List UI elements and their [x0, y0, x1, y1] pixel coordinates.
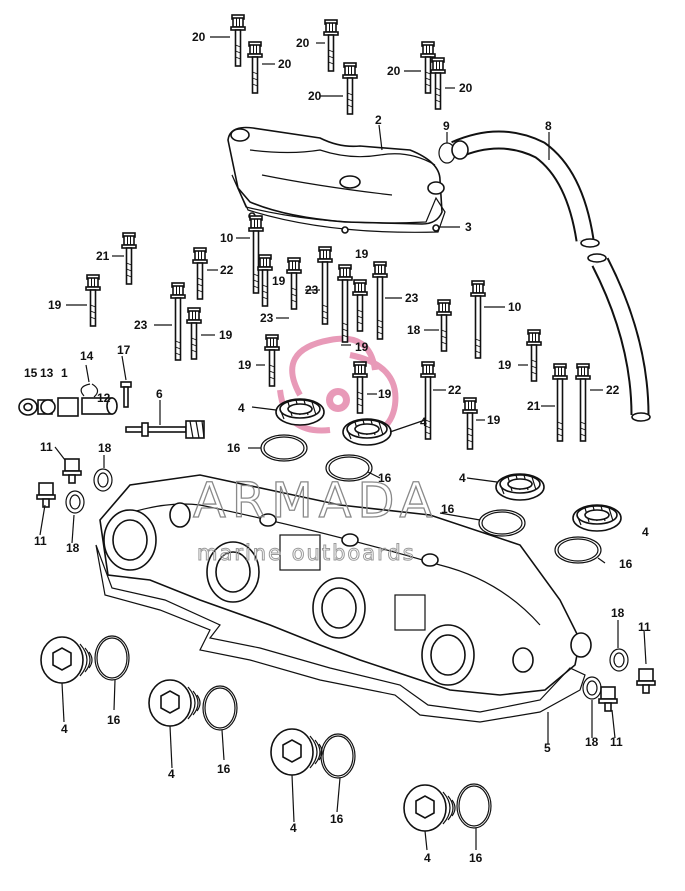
watermark-logo: [277, 335, 399, 439]
label-19: 19: [48, 298, 62, 312]
label-23: 23: [260, 311, 274, 325]
label-2: 2: [375, 113, 382, 127]
label-4: 4: [290, 821, 297, 835]
label-16: 16: [441, 502, 455, 516]
label-18: 18: [66, 541, 80, 555]
label-11: 11: [638, 620, 651, 634]
label-23: 23: [134, 318, 148, 332]
label-19: 19: [378, 387, 392, 401]
label-23: 19: [355, 340, 369, 354]
label-22: 22: [606, 383, 620, 397]
label-20: 20: [278, 57, 292, 71]
label-16: 16: [107, 713, 121, 727]
label-13: 13: [40, 366, 54, 380]
label-21: 21: [96, 249, 110, 263]
label-4: 4: [424, 851, 431, 865]
head-gasket: [95, 544, 586, 723]
label-19: 19: [272, 274, 286, 288]
label-22: 22: [448, 383, 462, 397]
cylinder-head: [99, 474, 592, 696]
label-23: 23: [405, 291, 419, 305]
label-14: 14: [80, 349, 94, 363]
label-4: 4: [238, 401, 245, 415]
label-18: 18: [407, 323, 421, 337]
label-10: 10: [508, 300, 522, 314]
label-23: 23: [305, 283, 319, 297]
label-16: 16: [378, 471, 392, 485]
watermark-brand: ARMADA: [193, 473, 438, 529]
label-4: 4: [420, 415, 427, 429]
valve-cover: [227, 126, 445, 225]
label-22: 22: [220, 263, 234, 277]
label-20: 20: [459, 81, 473, 95]
label-16: 16: [217, 762, 231, 776]
label-16: 16: [469, 851, 483, 865]
label-19: 19: [355, 247, 369, 261]
label-20: 20: [308, 89, 322, 103]
watermark-tagline: marine outboards: [197, 541, 416, 565]
label-9: 9: [443, 119, 450, 133]
label-15: 15: [24, 366, 38, 380]
label-19: 19: [487, 413, 501, 427]
label-11: 11: [40, 440, 53, 454]
hose-clamp: [438, 140, 469, 164]
label-16: 16: [619, 557, 633, 571]
label-21: 21: [527, 399, 541, 413]
callout-labels: 20 20 20 20 20 20 2 9 8 3 10 21 22 19 19…: [24, 30, 651, 865]
label-4: 4: [168, 767, 175, 781]
label-20: 20: [296, 36, 310, 50]
label-20: 20: [192, 30, 206, 44]
label-8: 8: [545, 119, 552, 133]
label-10: 10: [220, 231, 234, 245]
label-16: 16: [227, 441, 241, 455]
label-18: 18: [585, 735, 599, 749]
label-4: 4: [642, 525, 649, 539]
leader-lines: [39, 36, 647, 851]
tachometer-drive: [18, 381, 205, 439]
label-19: 19: [498, 358, 512, 372]
label-19: 19: [219, 328, 233, 342]
label-5: 5: [544, 741, 551, 755]
label-18: 18: [611, 606, 625, 620]
label-11: 11: [610, 735, 623, 749]
bolt: [85, 14, 591, 450]
label-16: 16: [330, 812, 344, 826]
label-19: 19: [238, 358, 252, 372]
label-11: 11: [34, 534, 47, 548]
label-1: 1: [61, 366, 68, 380]
breather-hose: [451, 130, 651, 422]
label-20: 20: [387, 64, 401, 78]
label-4: 4: [61, 722, 68, 736]
label-6: 6: [156, 387, 163, 401]
label-4: 4: [459, 471, 466, 485]
label-3: 3: [465, 220, 472, 234]
label-17: 17: [117, 343, 131, 357]
label-12: 12: [97, 391, 111, 405]
label-18: 18: [98, 441, 112, 455]
